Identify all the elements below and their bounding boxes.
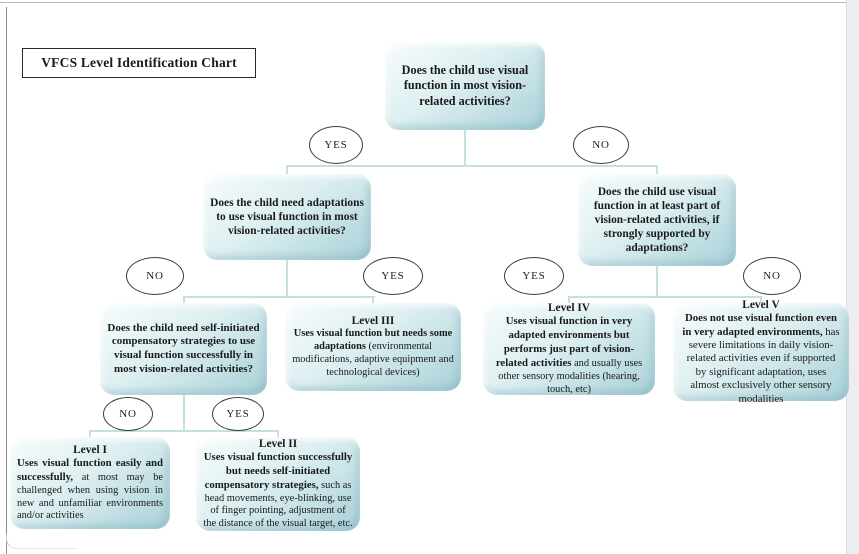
level-1-bold-text: Uses visual function easily and successf… (17, 456, 163, 483)
edge-qself-stem (183, 394, 185, 432)
level-3-bold-text: Uses visual function but needs some adap… (293, 328, 453, 353)
edge-root-stem (464, 129, 466, 167)
edge-drop-q-part (656, 165, 658, 176)
edge-drop-level5 (760, 296, 762, 305)
branch-label-adaptations-yes: YES (363, 257, 423, 295)
node-question-self-initiated: Does the child need self-initiated compe… (100, 303, 267, 395)
page-right-margin (846, 0, 859, 554)
level-4-normal-text: and usually uses other sensory modalitie… (498, 358, 643, 395)
level-5-title: Level V (742, 299, 780, 312)
edge-qadapt-stem (286, 259, 288, 298)
page-left-border (6, 7, 7, 554)
edge-drop-level3 (372, 296, 374, 305)
level-5-description: Does not use visual function even in ver… (680, 312, 842, 406)
level-1-normal-text: at most may be challenged when using vis… (17, 471, 163, 522)
level-2-description: Uses visual function successfully but ne… (203, 451, 353, 531)
edge-drop-level1 (89, 430, 91, 439)
level-3-title: Level III (351, 315, 395, 328)
chart-title: VFCS Level Identification Chart (22, 48, 256, 78)
node-level-1: Level I Uses visual function easily and … (10, 437, 170, 529)
node-level-5: Level V Does not use visual function eve… (673, 299, 849, 405)
node-root-question: Does the child use visual function in mo… (385, 42, 545, 130)
edge-drop-q-self (183, 296, 185, 305)
edge-drop-level4 (568, 296, 570, 305)
branch-label-root-yes: YES (309, 126, 363, 164)
level-4-title: Level IV (547, 302, 591, 315)
level-2-normal-text: such as head movements, eye-blinking, us… (203, 479, 353, 530)
edge-qpart-crossbar (568, 296, 762, 298)
level-2-title: Level II (258, 437, 298, 450)
edge-root-crossbar (286, 165, 658, 167)
level-1-title: Level I (73, 443, 107, 456)
level-2-bold-text: Uses visual function successfully but ne… (203, 450, 353, 491)
branch-label-part-no: NO (743, 257, 801, 295)
level-4-bold-text: Uses visual function in very adapted env… (495, 315, 635, 370)
chart-title-text: VFCS Level Identification Chart (41, 55, 237, 70)
edge-qpart-stem (656, 265, 658, 298)
page-bottom-corner (6, 534, 77, 549)
level-4-description: Uses visual function in very adapted env… (490, 315, 648, 396)
node-question-adaptations: Does the child need adaptations to use v… (203, 174, 371, 260)
edge-drop-level2 (277, 430, 279, 439)
edge-qself-crossbar (89, 430, 279, 432)
node-question-part-of-activities-text: Does the child use visual function in at… (593, 185, 721, 255)
node-level-3: Level III Uses visual function but needs… (285, 303, 461, 391)
edge-drop-q-adaptations (286, 165, 288, 176)
branch-label-adaptations-no: NO (126, 257, 184, 295)
level-1-description: Uses visual function easily and successf… (17, 457, 163, 523)
edge-qadapt-crossbar (183, 296, 375, 298)
node-root-question-text: Does the child use visual function in mo… (401, 63, 529, 108)
node-question-self-initiated-text: Does the child need self-initiated compe… (107, 321, 260, 375)
level-5-normal-text: has severe limitations in daily vision-r… (686, 325, 840, 405)
page-top-border (0, 2, 859, 3)
node-question-part-of-activities: Does the child use visual function in at… (578, 174, 736, 266)
branch-label-root-no: NO (573, 126, 629, 164)
node-level-2: Level II Uses visual function successful… (196, 437, 360, 531)
level-3-normal-text: (environmental modifications, adaptive e… (292, 341, 454, 378)
branch-label-self-no: NO (103, 397, 153, 431)
node-question-adaptations-text: Does the child need adaptations to use v… (210, 196, 364, 238)
level-3-description: Uses visual function but needs some adap… (292, 328, 454, 380)
branch-label-part-yes: YES (504, 257, 564, 295)
branch-label-self-yes: YES (212, 397, 264, 431)
node-level-4: Level IV Uses visual function in very ad… (483, 302, 655, 396)
level-5-bold-text: Does not use visual function even in ver… (682, 312, 838, 338)
